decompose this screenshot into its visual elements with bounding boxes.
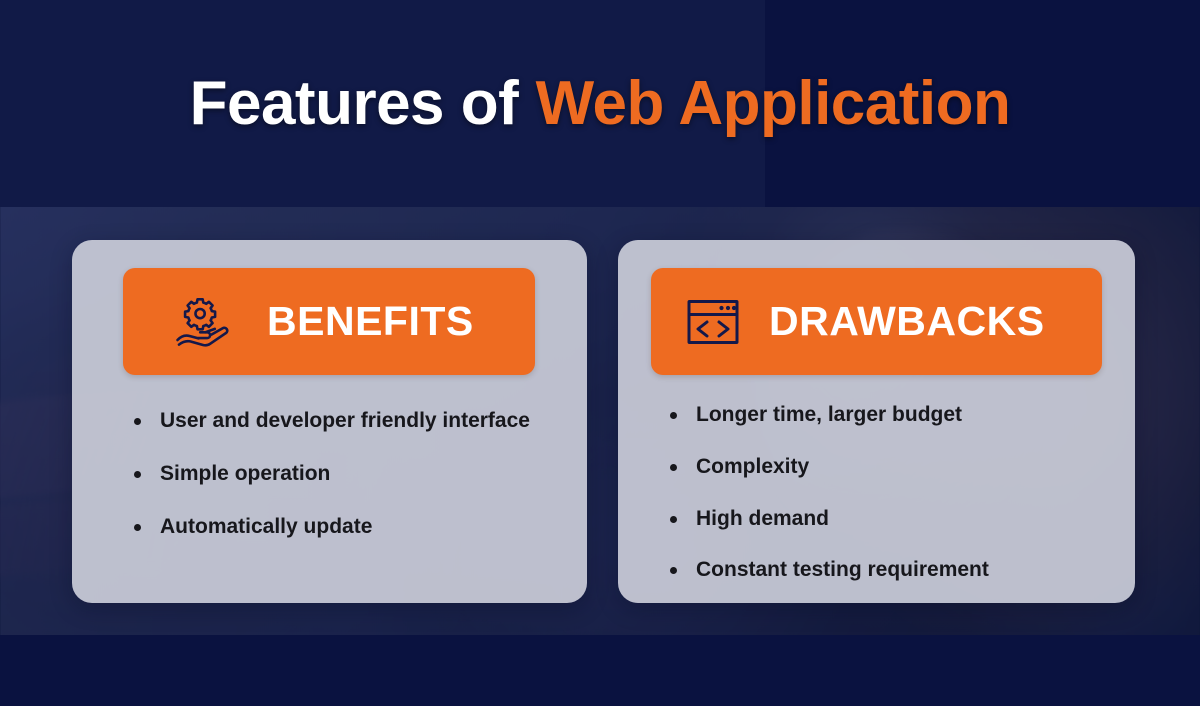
page-title-primary: Features of: [189, 69, 519, 138]
card-benefits-list: User and developer friendly interface Si…: [132, 409, 587, 539]
card-benefits-header: BENEFITS: [123, 268, 535, 375]
card-benefits: BENEFITS User and developer friendly int…: [72, 240, 587, 603]
list-item: Constant testing requirement: [668, 558, 1135, 583]
page-title-accent: Web Application: [535, 69, 1011, 138]
list-item: Automatically update: [132, 515, 587, 540]
list-item: Simple operation: [132, 462, 587, 487]
list-item: High demand: [668, 507, 1135, 532]
header-band: [0, 0, 1200, 207]
card-benefits-heading: BENEFITS: [267, 298, 474, 344]
page-title: Features of Web Application: [0, 0, 1200, 207]
list-item: Longer time, larger budget: [668, 403, 1135, 428]
card-drawbacks-heading: DRAWBACKS: [769, 298, 1045, 344]
card-drawbacks-header: DRAWBACKS: [651, 268, 1102, 375]
list-item: User and developer friendly interface: [132, 409, 587, 434]
card-drawbacks-list: Longer time, larger budget Complexity Hi…: [668, 403, 1135, 583]
browser-code-window-icon: [681, 292, 745, 352]
footer-band: [0, 635, 1200, 706]
card-drawbacks: DRAWBACKS Longer time, larger budget Com…: [618, 240, 1135, 603]
list-item: Complexity: [668, 455, 1135, 480]
gear-in-hand-icon: [171, 292, 235, 352]
